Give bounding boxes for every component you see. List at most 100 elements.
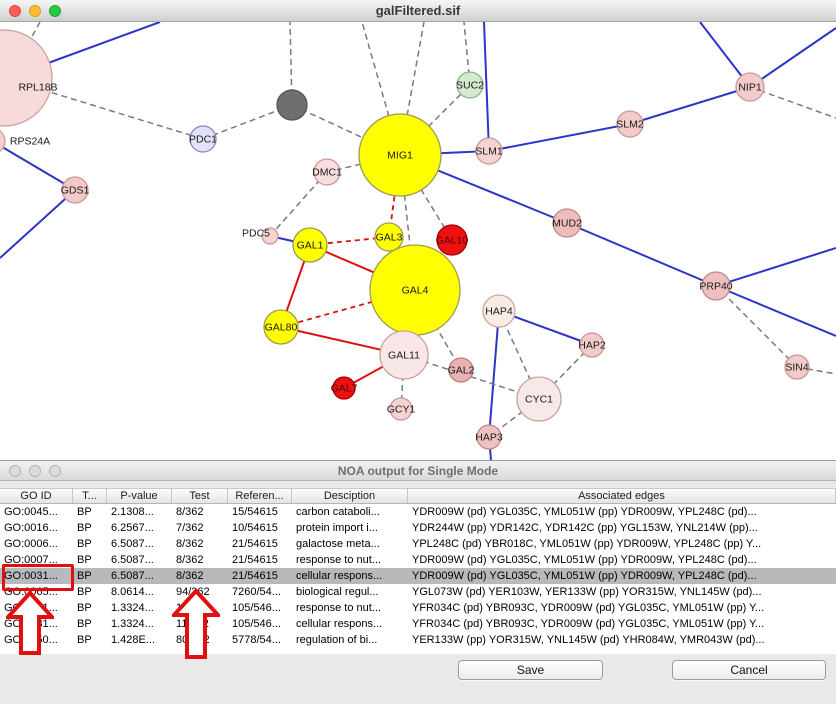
graph-edge[interactable]: [796, 366, 836, 375]
column-header[interactable]: T...: [73, 489, 107, 503]
graph-node-SLM2[interactable]: [616, 110, 644, 138]
table-cell: GO:0006...: [4, 538, 58, 550]
table-cell: YDR009W (pd) YGL035C, YML051W (pp) YDR00…: [412, 506, 757, 518]
graph-edge[interactable]: [629, 86, 751, 125]
graph-edge[interactable]: [0, 141, 76, 191]
graph-edge[interactable]: [399, 154, 453, 241]
table-cell: 6.5087...: [111, 570, 154, 582]
graph-node-DMC1[interactable]: [313, 158, 341, 186]
cancel-button[interactable]: Cancel: [672, 660, 826, 680]
graph-node-MIG1[interactable]: [358, 113, 442, 197]
graph-node-PDC1[interactable]: [189, 125, 217, 153]
graph-edge[interactable]: [749, 86, 836, 119]
column-header[interactable]: Desciption: [292, 489, 408, 503]
table-cell: BP: [77, 554, 92, 566]
graph-edge[interactable]: [399, 84, 471, 156]
graph-node-GDS1[interactable]: [61, 176, 89, 204]
graph-node-HAP2[interactable]: [579, 332, 605, 358]
table-cell: 21/54615: [232, 554, 278, 566]
graph-node-GAL3[interactable]: [374, 222, 404, 252]
graph-edge[interactable]: [488, 123, 631, 152]
graph-edge[interactable]: [269, 171, 328, 237]
column-header[interactable]: Test: [172, 489, 228, 503]
graph-edge[interactable]: [566, 222, 717, 287]
graph-edge[interactable]: [715, 247, 836, 287]
column-header[interactable]: Associated edges: [408, 489, 836, 503]
column-header[interactable]: P-value: [107, 489, 172, 503]
table-row[interactable]: GO:0031...BP1.3324...11/362105/546...res…: [0, 600, 836, 616]
graph-node-GAL2[interactable]: [448, 357, 474, 383]
graph-node-SIN4[interactable]: [784, 354, 810, 380]
table-row[interactable]: GO:0031...BP1.3324...11/362105/546...cel…: [0, 616, 836, 632]
column-header[interactable]: GO ID: [0, 489, 73, 503]
table-cell: YDR009W (pd) YGL035C, YML051W (pp) YDR00…: [412, 570, 757, 582]
graph-node-GAL11[interactable]: [379, 330, 429, 380]
graph-node-NIP1[interactable]: [735, 72, 765, 102]
column-header[interactable]: Referen...: [228, 489, 292, 503]
network-graph-canvas[interactable]: RPL18BRPS24AGDS1PDC1DMC1MIG1SUC2SLM1SLM2…: [0, 22, 836, 460]
graph-node-GAL7[interactable]: [332, 376, 356, 400]
graph-node-HAP4[interactable]: [482, 294, 516, 328]
table-cell: YDR244W (pp) YDR142C, YDR142C (pp) YGL15…: [412, 522, 758, 534]
graph-node-GAL1[interactable]: [292, 227, 328, 263]
graph-node-RPL18B[interactable]: [0, 29, 53, 127]
zoom-button-inactive[interactable]: [49, 465, 61, 477]
window-controls-inactive: [9, 465, 61, 477]
table-row[interactable]: GO:0065...BP8.0614...94/3627260/54...bio…: [0, 584, 836, 600]
table-cell: 1.428E...: [111, 634, 156, 646]
table-row[interactable]: GO:0050...BP1.428E...80/3625778/54...reg…: [0, 632, 836, 648]
table-cell: GO:0016...: [4, 522, 58, 534]
graph-node-RPS24A[interactable]: [0, 128, 6, 154]
graph-node-label: PRP40: [699, 281, 732, 293]
close-button-inactive[interactable]: [9, 465, 21, 477]
graph-node-gray-node[interactable]: [276, 89, 308, 121]
graph-node-GAL80[interactable]: [263, 309, 299, 345]
graph-edge[interactable]: [715, 285, 798, 368]
zoom-button[interactable]: [49, 5, 61, 17]
graph-node-HAP3[interactable]: [476, 424, 502, 450]
graph-node-SUC2[interactable]: [456, 71, 484, 99]
graph-node-PDC5[interactable]: [261, 227, 279, 245]
graph-edge[interactable]: [749, 27, 836, 88]
graph-edge[interactable]: [0, 189, 76, 259]
graph-edge[interactable]: [202, 104, 293, 140]
graph-edge[interactable]: [483, 22, 490, 152]
table-cell: biological regul...: [296, 586, 379, 598]
graph-edge[interactable]: [488, 310, 500, 438]
graph-node-CYC1[interactable]: [516, 376, 562, 422]
minimize-button[interactable]: [29, 5, 41, 17]
graph-node-label: GDS1: [61, 185, 90, 197]
table-cell: 5778/54...: [232, 634, 281, 646]
graph-node-MUD2[interactable]: [552, 208, 582, 238]
graph-node-label: RPS24A: [10, 136, 50, 148]
graph-node-label: SUC2: [456, 80, 484, 92]
network-window-titlebar[interactable]: galFiltered.sif: [0, 0, 836, 22]
graph-node-label: HAP3: [475, 432, 503, 444]
graph-node-PRP40[interactable]: [701, 271, 731, 301]
table-cell: 1.3324...: [111, 602, 154, 614]
graph-node-GCY1[interactable]: [389, 397, 413, 421]
minimize-button-inactive[interactable]: [29, 465, 41, 477]
table-cell: 105/546...: [232, 602, 281, 614]
noa-window-titlebar[interactable]: NOA output for Single Mode: [0, 461, 836, 481]
table-cell: GO:0045...: [4, 506, 58, 518]
graph-edge[interactable]: [715, 285, 836, 337]
close-button[interactable]: [9, 5, 21, 17]
graph-node-label: SLM1: [475, 146, 503, 158]
graph-node-label: CYC1: [525, 394, 553, 406]
table-cell: regulation of bi...: [296, 634, 378, 646]
graph-node-GAL10[interactable]: [436, 224, 468, 256]
save-button[interactable]: Save: [458, 660, 603, 680]
table-cell: 10/54615: [232, 522, 278, 534]
graph-node-SLM1[interactable]: [475, 137, 503, 165]
table-cell: 8/362: [176, 554, 204, 566]
graph-edge[interactable]: [39, 22, 161, 67]
graph-node-label: GAL2: [448, 365, 475, 377]
